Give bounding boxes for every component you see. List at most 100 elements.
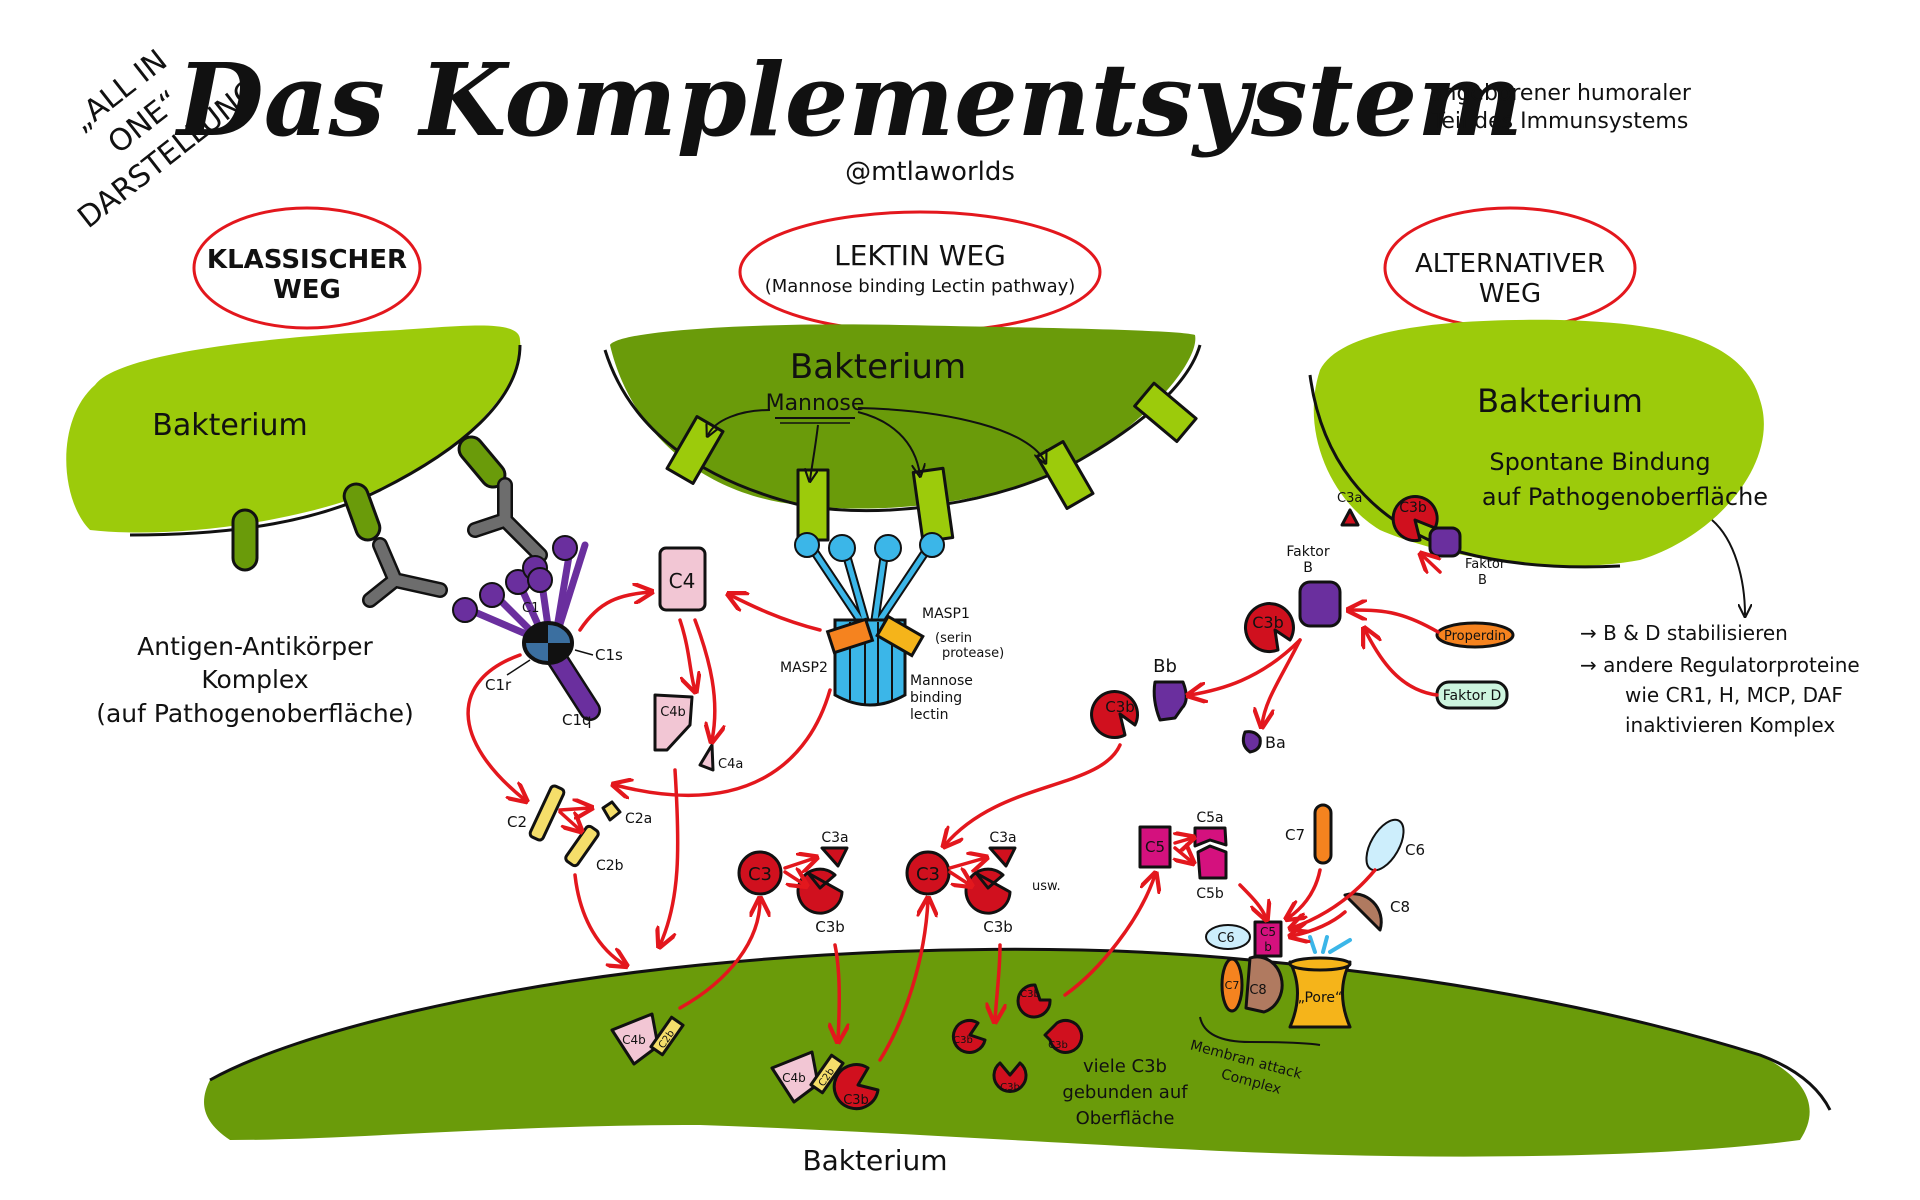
- masp2-label: MASP2: [780, 660, 828, 676]
- c4b-label: C4b: [660, 705, 686, 720]
- alt-c3a-shape: [1340, 508, 1360, 527]
- alt-faktor-b-label-1: Faktor: [1465, 557, 1506, 572]
- note-line-3: wie CR1, H, MCP, DAF: [1625, 683, 1843, 707]
- c4b-shape: [653, 693, 694, 752]
- alternative-bacterium: Bakterium Spontane Bindung auf Pathogeno…: [1308, 319, 1768, 615]
- c5-cleavage: C5 C5a C5b: [1138, 810, 1228, 902]
- alternative-title-line-2: WEG: [1479, 279, 1541, 309]
- c5a-label: C5a: [1196, 810, 1223, 826]
- alternative-pathway-title: ALTERNATIVER WEG: [1383, 206, 1637, 330]
- pore-label: „Pore“: [1298, 990, 1343, 1006]
- mac-c6-label: C6: [1217, 931, 1234, 946]
- mannose-label: Mannose: [766, 391, 865, 416]
- complex-c3b-label: C3b: [1252, 613, 1284, 632]
- conv2-c3b-label: C3b: [843, 1093, 869, 1108]
- c8-label: C8: [1390, 898, 1410, 916]
- complex-label-line-2: Komplex: [201, 665, 308, 694]
- many-c3b-line-2: gebunden auf: [1062, 1082, 1188, 1103]
- c2-label: C2: [507, 813, 527, 831]
- lectin-pathway-title: LEKTIN WEG (Mannose binding Lectin pathw…: [738, 210, 1102, 334]
- c3a-label-1: C3a: [821, 830, 848, 846]
- classic-pathway-title: KLASSISCHER WEG: [192, 206, 422, 330]
- note-line-2: → andere Regulatorproteine: [1580, 653, 1860, 677]
- regulation-notes: → B & D stabilisieren → andere Regulator…: [1580, 621, 1860, 737]
- c1-label: C1: [522, 601, 539, 616]
- conv1-c4b-label: C4b: [622, 1033, 646, 1047]
- mannose-receptor-2: [796, 468, 830, 542]
- lectin-bacterium: Bakterium Mannose: [603, 324, 1202, 544]
- membrane-attack-complex: C6 C5 b C7 C8 „Pore“ Membran attack Comp…: [1189, 920, 1352, 1098]
- complex-c3b-shape: [1244, 602, 1295, 654]
- properdin-shape: [1435, 621, 1515, 649]
- masp1-label: MASP1: [922, 606, 970, 622]
- lectin-title-line-2: (Mannose binding Lectin pathway): [765, 276, 1076, 297]
- c3b-faktorb-complex: Faktor B C3b Properdin Faktor D: [1244, 544, 1515, 710]
- c3a-label-2: C3a: [989, 830, 1016, 846]
- masp1-shape: [875, 614, 925, 658]
- faktor-b-shape: [1298, 580, 1342, 628]
- description-line-2: Teil des Immunsystems: [1431, 109, 1689, 134]
- masp1-note-1: (serin: [935, 631, 972, 646]
- c7-label: C7: [1285, 826, 1305, 844]
- c1s-label: C1s: [595, 646, 623, 664]
- c1q-label: C1q: [562, 711, 592, 729]
- bb-shape: [1152, 680, 1188, 722]
- c4-cleavage: C4 C4b C4a: [653, 546, 743, 772]
- description-line-1: angeborener humoraler: [1429, 81, 1692, 106]
- c2a-shape: [601, 800, 622, 822]
- usw-label: usw.: [1032, 879, 1061, 894]
- bottom-bacterium-label: Bakterium: [802, 1144, 947, 1177]
- mbl-label-3: lectin: [910, 707, 948, 723]
- pore-shape: [1288, 960, 1352, 1029]
- antibodies: [362, 477, 548, 608]
- c5-label: C5: [1145, 838, 1165, 856]
- alt-c3b-label: C3b: [1399, 500, 1427, 516]
- c3b-label-1: C3b: [815, 918, 845, 936]
- surface-c3b-4: C3b: [1000, 1082, 1020, 1093]
- complex-label-line-1: Antigen-Antikörper: [137, 632, 373, 661]
- mbl-label-2: binding: [910, 690, 962, 706]
- c3-cleavage-1: C3 C3a C3b: [737, 830, 849, 936]
- faktor-b-label-1: Faktor: [1286, 544, 1330, 560]
- c1r-label: C1r: [485, 676, 512, 694]
- c1-complex: C1 C1s C1r C1q: [452, 535, 623, 729]
- bb-ba-cleavage: Bb C3b Ba: [1090, 656, 1286, 754]
- c2-cleavage: C2 C2a C2b: [507, 784, 652, 874]
- alt-c3b-shape: [1391, 495, 1439, 543]
- author-handle: @mtlaworlds: [845, 157, 1015, 187]
- cascade-arrows: [466, 555, 1442, 1062]
- antigen-1: [231, 508, 259, 572]
- note-line-1: → B & D stabilisieren: [1580, 621, 1788, 645]
- alt-c3a-label: C3a: [1337, 491, 1362, 506]
- mac-c5b-line-2: b: [1264, 940, 1272, 954]
- faktor-d-label: Faktor D: [1443, 688, 1502, 704]
- note-line-4: inaktivieren Komplex: [1625, 713, 1835, 737]
- c2b-label: C2b: [596, 858, 624, 874]
- bb-c3b-label: C3b: [1105, 698, 1135, 716]
- surface-c3b-2: C3b: [953, 1035, 973, 1046]
- many-c3b-line-1: viele C3b: [1083, 1056, 1167, 1077]
- faktor-b-label-2: B: [1303, 560, 1313, 576]
- mannose-receptor-5: [1133, 381, 1198, 443]
- c2a-label: C2a: [625, 811, 652, 827]
- classic-title-line-1: KLASSISCHER: [207, 245, 407, 275]
- ba-shape: [1241, 730, 1262, 754]
- c4a-shape: [698, 743, 715, 772]
- ba-label: Ba: [1265, 733, 1286, 752]
- c5-convertase: C4b C2b C3b: [770, 1050, 880, 1111]
- many-c3b-line-3: Oberfläche: [1076, 1108, 1175, 1129]
- c4-shape: [658, 546, 707, 612]
- antigen-antibody-complex-label: Antigen-Antikörper Komplex (auf Pathogen…: [96, 632, 414, 728]
- classic-bacterium: Bakterium: [66, 325, 522, 572]
- properdin-label: Properdin: [1444, 629, 1506, 644]
- mac-c7-label: C7: [1225, 979, 1240, 992]
- classic-title-line-2: WEG: [273, 275, 341, 305]
- alt-faktor-b-label-2: B: [1478, 573, 1487, 588]
- conv2-c4b-label: C4b: [782, 1071, 806, 1085]
- c2b-shape: [564, 824, 600, 868]
- c4-label: C4: [669, 569, 696, 593]
- c4b2b-convertase: C4b C2b: [610, 1012, 685, 1066]
- alt-faktor-b-shape: [1428, 526, 1462, 558]
- c6-c7-c8-components: C7 C6 C8: [1285, 803, 1425, 932]
